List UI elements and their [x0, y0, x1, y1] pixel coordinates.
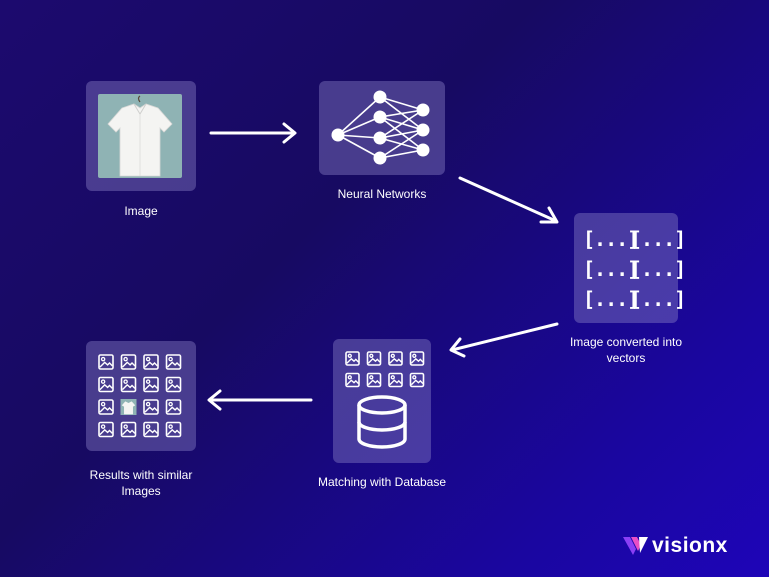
image-thumbnail-icon: [120, 354, 137, 370]
arrow-down-left-icon: [449, 322, 559, 358]
neural-network-icon: [331, 90, 430, 165]
image-thumbnail-icon: [366, 372, 382, 388]
image-thumbnail-icon: [345, 372, 360, 388]
image-thumbnail-icon: [120, 376, 137, 393]
results-label: Results with similar Images: [89, 468, 193, 498]
image-thumbnail-icon: [143, 354, 159, 370]
vectors-label: Image converted into vectors: [569, 335, 683, 365]
image-thumbnail-icon: [165, 354, 182, 370]
database-card: [333, 339, 431, 463]
neural-networks-label: Neural Networks: [337, 187, 427, 201]
brand-name: visionx: [652, 534, 728, 557]
image-card: [86, 81, 196, 191]
image-thumbnail-icon: [165, 421, 182, 438]
image-thumbnail-icon: [98, 399, 114, 415]
vector-token: [...]: [583, 257, 639, 281]
arrow-right-icon: [209, 122, 297, 144]
image-thumbnail-icon: [388, 351, 403, 366]
vectors-card: [...] [...] [...] [...] [...] [...]: [574, 213, 686, 323]
image-thumbnail-icon: [143, 376, 159, 393]
image-thumbnail-icon: [366, 351, 382, 366]
neural-network-card: [319, 81, 445, 175]
image-thumbnail-icon: [143, 421, 159, 438]
image-thumbnail-icon: [409, 372, 425, 388]
image-thumbnail-icon: [120, 421, 137, 438]
image-thumbnail-icon: [98, 354, 114, 370]
database-thumbnail-grid: [345, 351, 425, 391]
database-icon: [357, 395, 407, 449]
vector-token: [...]: [630, 257, 686, 281]
arrow-down-right-icon: [458, 176, 559, 224]
results-card: [86, 341, 196, 451]
vector-token: [...]: [630, 287, 686, 311]
image-thumbnail-icon: [165, 376, 182, 393]
database-label: Matching with Database: [317, 475, 447, 489]
image-thumbnail-icon: [388, 372, 403, 388]
visionx-logo-icon: [623, 537, 648, 555]
image-thumbnail-icon: [409, 351, 425, 366]
vector-token: [...]: [583, 287, 639, 311]
shirt-photo: [98, 94, 182, 178]
image-thumbnail-icon: [345, 351, 360, 366]
results-thumbnail-grid: [98, 354, 186, 442]
image-thumbnail-icon: [143, 399, 159, 415]
image-thumbnail-icon: [98, 376, 114, 393]
matched-shirt-thumbnail: [120, 399, 137, 415]
arrow-left-icon: [207, 389, 313, 411]
vector-token: [...]: [583, 227, 639, 251]
vector-token: [...]: [630, 227, 686, 251]
image-thumbnail-icon: [98, 421, 114, 438]
image-label: Image: [124, 204, 158, 218]
image-thumbnail-icon: [165, 399, 182, 415]
